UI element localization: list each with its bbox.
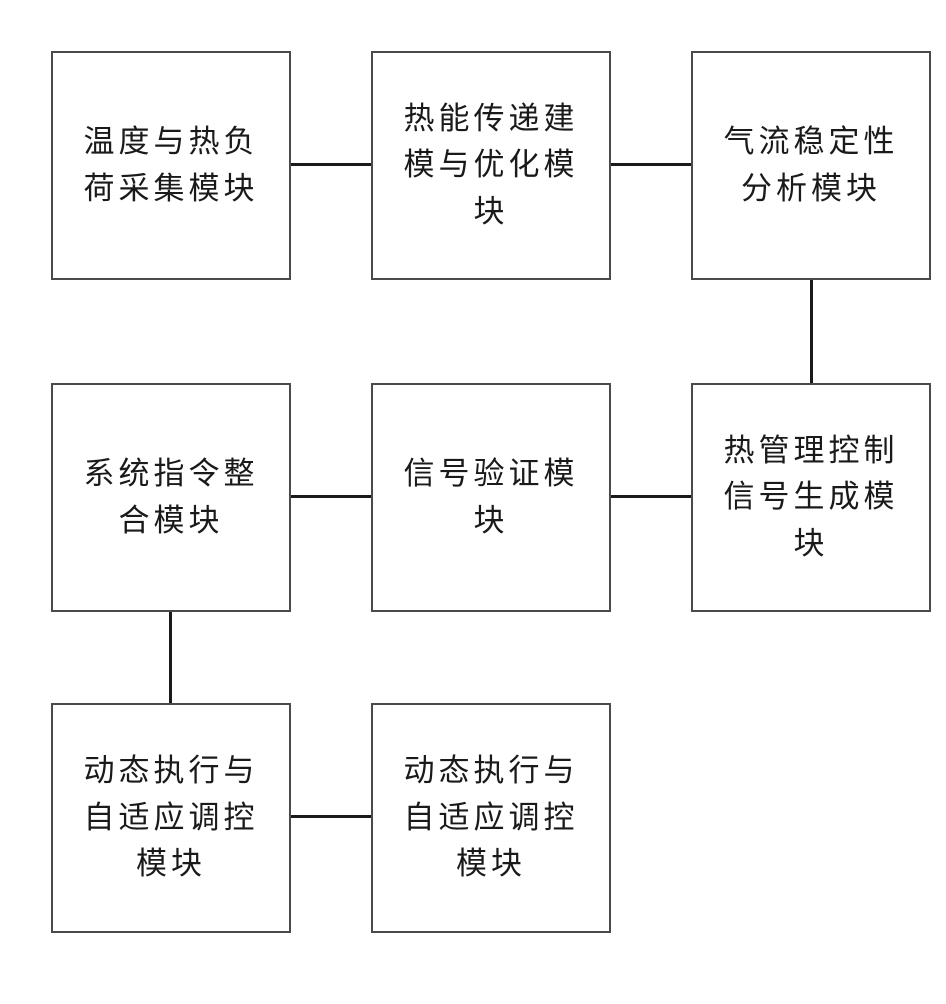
module-label: 系统指令整 合模块 (53, 451, 289, 544)
connector-m3-m6 (810, 278, 813, 384)
heat-transfer-modeling-optimization-module: 热能传递建 模与优化模 块 (371, 51, 611, 280)
connector-m5-m4 (290, 495, 372, 498)
temperature-heat-load-collection-module: 温度与热负 荷采集模块 (51, 51, 291, 280)
module-label: 动态执行与 自适应调控 模块 (373, 748, 609, 888)
connector-m4-m7 (169, 611, 172, 704)
module-label: 信号验证模 块 (373, 451, 609, 544)
connector-m1-m2 (290, 163, 372, 166)
module-label: 气流稳定性 分析模块 (693, 119, 929, 212)
connector-m6-m5 (610, 495, 692, 498)
airflow-stability-analysis-module: 气流稳定性 分析模块 (691, 51, 931, 280)
module-label: 热能传递建 模与优化模 块 (373, 96, 609, 236)
connector-m7-m8 (290, 815, 372, 818)
signal-verification-module: 信号验证模 块 (371, 383, 611, 612)
thermal-management-control-signal-module: 热管理控制 信号生成模 块 (691, 383, 931, 612)
connector-m2-m3 (610, 163, 692, 166)
system-instruction-integration-module: 系统指令整 合模块 (51, 383, 291, 612)
dynamic-execution-adaptive-control-module: 动态执行与 自适应调控 模块 (51, 703, 291, 933)
module-label: 热管理控制 信号生成模 块 (693, 428, 929, 568)
dynamic-execution-adaptive-control-module-2: 动态执行与 自适应调控 模块 (371, 703, 611, 933)
module-label: 温度与热负 荷采集模块 (53, 119, 289, 212)
module-label: 动态执行与 自适应调控 模块 (53, 748, 289, 888)
